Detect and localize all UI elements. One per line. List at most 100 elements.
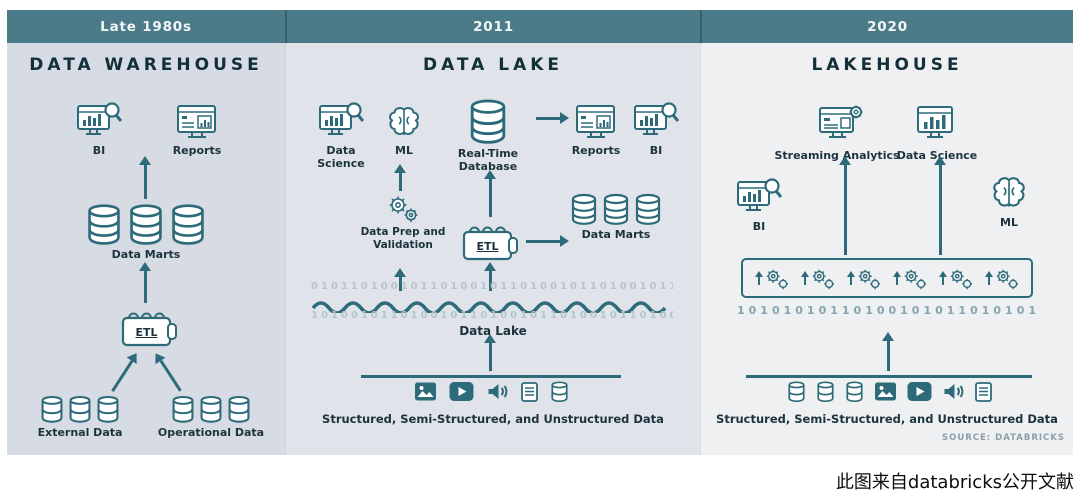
bi-node: BI (733, 177, 785, 233)
audio-icon (488, 384, 507, 399)
database-icon (550, 381, 568, 402)
bi-label: BI (649, 144, 663, 157)
arrow-up-icon (939, 165, 942, 255)
gears-icon (892, 267, 928, 290)
bi-monitor-magnifier-icon (737, 178, 782, 211)
bi-label: BI (752, 220, 766, 233)
arrow-up-icon (144, 271, 147, 303)
bi-monitor-magnifier-icon (77, 102, 122, 135)
realtime-database-label: Real-Time Database (457, 147, 519, 174)
external-data-cylinders (40, 395, 120, 423)
gears-icon (754, 267, 790, 290)
ml-node: ML (382, 105, 426, 157)
arrow-up-right-icon (111, 360, 133, 392)
binary-digits: 0101101001011010010110100101101001011010… (311, 281, 673, 292)
image-caption: 此图来自databricks公开文献 (835, 472, 1074, 493)
gears-icon (984, 267, 1020, 290)
bi-node: BI (630, 101, 682, 157)
reports-monitor-icon (576, 105, 615, 138)
video-icon (449, 382, 473, 401)
era-header-2011: 2011 (285, 10, 700, 43)
streaming-analytics-monitor-gear-icon (819, 105, 863, 138)
bracket-line (746, 375, 1032, 378)
streaming-analytics-label: Streaming Analytics (774, 149, 900, 162)
panel-data-lake: DATA LAKE Data Science ML Real-Time Data… (285, 43, 700, 455)
data-marts-node: Data Marts (564, 193, 668, 241)
reports-label: Reports (571, 144, 621, 157)
operational-data-cylinders (171, 395, 251, 423)
panel-title: DATA LAKE (422, 55, 564, 75)
data-science-label: Data Science (317, 144, 365, 171)
reports-label: Reports (172, 144, 222, 157)
external-data-node: External Data (21, 395, 139, 439)
era-header-late-1980s: Late 1980s (7, 10, 285, 43)
ml-brain-icon (993, 177, 1025, 207)
etl-node: ETL (456, 221, 520, 269)
database-icon (41, 395, 63, 423)
era-label: 2011 (473, 18, 514, 35)
bracket-line (361, 375, 621, 378)
streaming-analytics-node (816, 103, 866, 141)
arrow-up-icon (887, 341, 890, 371)
data-lake-label: Data Lake (459, 324, 527, 338)
panel-title: LAKEHOUSE (811, 55, 963, 75)
data-prep-node: Data Prep and Validation (356, 193, 450, 251)
data-science-node: Data Science (306, 101, 376, 170)
source-data-icons (361, 381, 621, 402)
image-icon (414, 382, 436, 401)
database-icon (130, 204, 162, 245)
gears-icon (800, 267, 836, 290)
era-label: 2020 (867, 18, 908, 35)
arrow-right-icon (526, 240, 560, 243)
arrow-right-icon (536, 117, 560, 120)
etl-label: ETL (135, 326, 158, 339)
arrow-up-icon (844, 165, 847, 255)
panel-title: DATA WAREHOUSE (29, 55, 263, 75)
database-icon (603, 193, 629, 225)
data-prep-label: Data Prep and Validation (360, 226, 446, 251)
database-icon (172, 204, 204, 245)
source-credit: SOURCE: DATABRICKS (941, 433, 1065, 443)
data-science-monitor-magnifier-icon (319, 102, 364, 135)
etl-label: ETL (476, 240, 499, 253)
database-icon (69, 395, 91, 423)
database-icon (172, 395, 194, 423)
reports-node: Reports (159, 103, 235, 157)
reports-monitor-icon (177, 105, 216, 138)
era-label: Late 1980s (100, 18, 192, 35)
source-data-icons (746, 381, 1032, 402)
etl-machine-icon: ETL (116, 307, 178, 355)
arrow-up-left-icon (159, 360, 182, 392)
etl-machine-icon: ETL (457, 221, 519, 269)
gears-icon (389, 196, 418, 222)
arrow-up-icon (489, 343, 492, 371)
data-marts-node: Data Marts (51, 203, 241, 261)
database-icon (816, 381, 834, 402)
data-marts-label: Data Marts (111, 248, 181, 261)
image-icon (874, 382, 896, 401)
etl-node: ETL (112, 307, 182, 355)
data-science-monitor-icon (917, 106, 953, 138)
database-icon (787, 381, 805, 402)
panel-lakehouse: LAKEHOUSE Streamin (700, 43, 1073, 455)
bi-monitor-magnifier-icon (634, 102, 679, 135)
document-icon (974, 381, 992, 402)
database-icon (228, 395, 250, 423)
bottom-data-label: Structured, Semi-Structured, and Unstruc… (322, 412, 664, 426)
ml-node: ML (987, 175, 1031, 229)
binary-digits: 1010101011010010101101010101010 (737, 304, 1037, 317)
realtime-database-node: Real-Time Database (452, 98, 524, 173)
external-data-label: External Data (37, 426, 123, 439)
document-icon (520, 381, 538, 402)
panel-data-warehouse: DATA WAREHOUSE BI (7, 43, 285, 455)
data-marts-cylinders (85, 203, 207, 245)
processing-gears-box (741, 258, 1033, 298)
bottom-data-label: Structured, Semi-Structured, and Unstruc… (716, 412, 1058, 426)
ml-label: ML (395, 144, 413, 157)
database-icon (200, 395, 222, 423)
era-header-2020: 2020 (700, 10, 1073, 43)
data-science-node (913, 103, 957, 141)
database-icon (635, 193, 661, 225)
gears-icon (846, 267, 882, 290)
database-icon (470, 99, 506, 144)
